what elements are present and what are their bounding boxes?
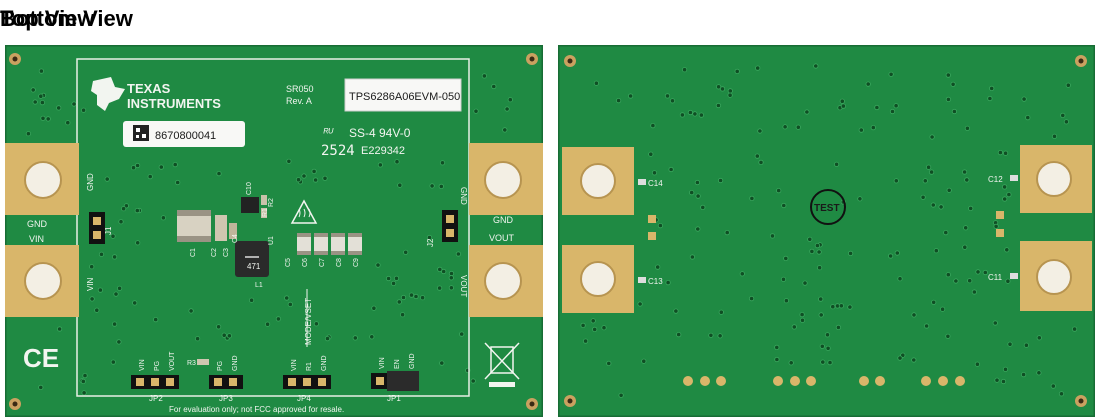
label-gnd-right-vertical: GND (459, 187, 468, 205)
sense-header-j1[interactable] (89, 212, 105, 244)
jp1-pin-gnd: GND (409, 353, 416, 369)
pcb-bottom-surface (558, 45, 1095, 417)
refdes-r1: R1 (262, 208, 269, 217)
label-j1: J1 (104, 226, 113, 235)
board-code: SR050 (286, 84, 314, 94)
jp4-pin-r1: R1 (306, 362, 313, 371)
label-gnd-left: GND (27, 219, 48, 229)
label-j2: J2 (426, 238, 435, 247)
jp4-pin-vin: VIN (291, 359, 298, 371)
terminal-vin-left[interactable] (5, 245, 79, 317)
jp2-pin-vout: VOUT (169, 351, 176, 371)
refdes-c7: C7 (319, 258, 326, 267)
ti-brand-line1: TEXAS (127, 81, 171, 96)
board-revision: Rev. A (286, 96, 312, 106)
jp1-pin-en: EN (394, 359, 401, 369)
terminal-gnd-left[interactable] (5, 143, 79, 215)
inductor-marking: 471 (247, 262, 261, 271)
label-gnd-left-vertical: GND (86, 173, 95, 191)
label-c13: C13 (648, 277, 663, 286)
refdes-r3: R3 (187, 360, 196, 367)
label-c12: C12 (988, 175, 1003, 184)
bottom-board: C14 C13 C12 C11 TEST (558, 45, 1095, 417)
header-jp3[interactable] (209, 375, 243, 389)
serial-sticker (123, 121, 245, 147)
ul-recognition-icon: ᴿᵁ (323, 127, 334, 139)
top-board: TEXAS INSTRUMENTS SR050 Rev. A TPS6286A0… (5, 45, 543, 417)
label-vout-right: VOUT (489, 233, 515, 243)
refdes-c10: C10 (246, 182, 253, 195)
label-gnd-right: GND (493, 215, 514, 225)
terminal-pad-top-left[interactable] (562, 147, 634, 215)
mode-vset-label: MODE/VSET (304, 298, 313, 345)
mounting-holes-top (9, 53, 538, 410)
terminal-gnd-right[interactable] (469, 143, 543, 215)
refdes-c1: C1 (190, 248, 197, 257)
refdes-u1: U1 (268, 236, 275, 245)
mounting-holes-bottom (564, 55, 1087, 407)
capacitor-c3 (229, 223, 237, 239)
header-jp2[interactable] (131, 375, 179, 389)
footer-note: For evaluation only; not FCC approved fo… (169, 405, 344, 414)
ti-logo: TEXAS INSTRUMENTS (91, 77, 221, 111)
ce-mark: CE (23, 343, 59, 373)
cert-number: E229342 (361, 145, 405, 157)
label-jp3: JP3 (219, 394, 233, 403)
label-vin-left: VIN (29, 234, 44, 244)
label-vout-right-vertical: VOUT (459, 275, 468, 297)
jp2-pin-pg: PG (154, 361, 161, 371)
via-field-bottom (580, 63, 1078, 398)
refdes-c8: C8 (336, 258, 343, 267)
jp3-pin-gnd: GND (232, 355, 239, 371)
refdes-c2: C2 (211, 248, 218, 257)
via-field-top (25, 68, 513, 396)
label-jp4: JP4 (297, 394, 311, 403)
output-capacitors (297, 233, 362, 255)
header-jp1[interactable] (371, 371, 419, 391)
refdes-c9: C9 (353, 258, 360, 267)
silkscreen-frame (76, 58, 470, 397)
refdes-c3: C3 (223, 248, 230, 257)
jp4-pin-gnd: GND (321, 355, 328, 371)
jp3-pin-pg: PG (217, 361, 224, 371)
inductor-l1: 471 (235, 241, 269, 277)
bottom-view-title: Bottom View (0, 6, 133, 31)
capacitor-c1 (177, 210, 211, 242)
sense-header-j2[interactable] (442, 210, 458, 242)
label-jp2: JP2 (149, 394, 163, 403)
label-jp1: JP1 (387, 394, 401, 403)
refdes-c6: C6 (302, 258, 309, 267)
refdes-c4: C4 (232, 234, 239, 243)
ti-brand-line2: INSTRUMENTS (127, 96, 221, 111)
refdes-r2: R2 (268, 198, 275, 207)
label-c14: C14 (648, 179, 663, 188)
top-view-title: Top View (0, 6, 95, 31)
ic-u1-chip (241, 197, 259, 213)
date-code: 2524 (321, 143, 355, 159)
jp2-pin-vin: VIN (139, 359, 146, 371)
terminal-pad-top-right[interactable] (1020, 145, 1092, 213)
label-vin-left-vertical: VIN (86, 277, 95, 291)
svg-text:TEST: TEST (814, 203, 840, 214)
capacitor-c2 (215, 215, 227, 241)
terminal-pad-bottom-right[interactable] (1020, 241, 1092, 311)
hot-surface-warning-icon (290, 199, 318, 224)
ul-mark: SS-4 94V-0 (349, 126, 411, 140)
pcb-top-surface (5, 45, 543, 417)
terminal-vout-right[interactable] (469, 245, 543, 317)
bottom-edge-testpoints (683, 376, 965, 386)
label-c11: C11 (988, 273, 1003, 282)
header-jp4[interactable] (283, 375, 331, 389)
model-label-sticker (344, 78, 462, 112)
model-label: TPS6286A06EVM-050 (349, 91, 460, 103)
serial-number: 8670800041 (155, 130, 216, 142)
test-mark: TEST (810, 189, 846, 225)
terminal-pad-bottom-left[interactable] (562, 245, 634, 313)
refdes-c5: C5 (285, 258, 292, 267)
jp1-pin-vin: VIN (379, 357, 386, 369)
weee-bin-icon (484, 342, 520, 387)
refdes-l1: L1 (255, 282, 263, 289)
